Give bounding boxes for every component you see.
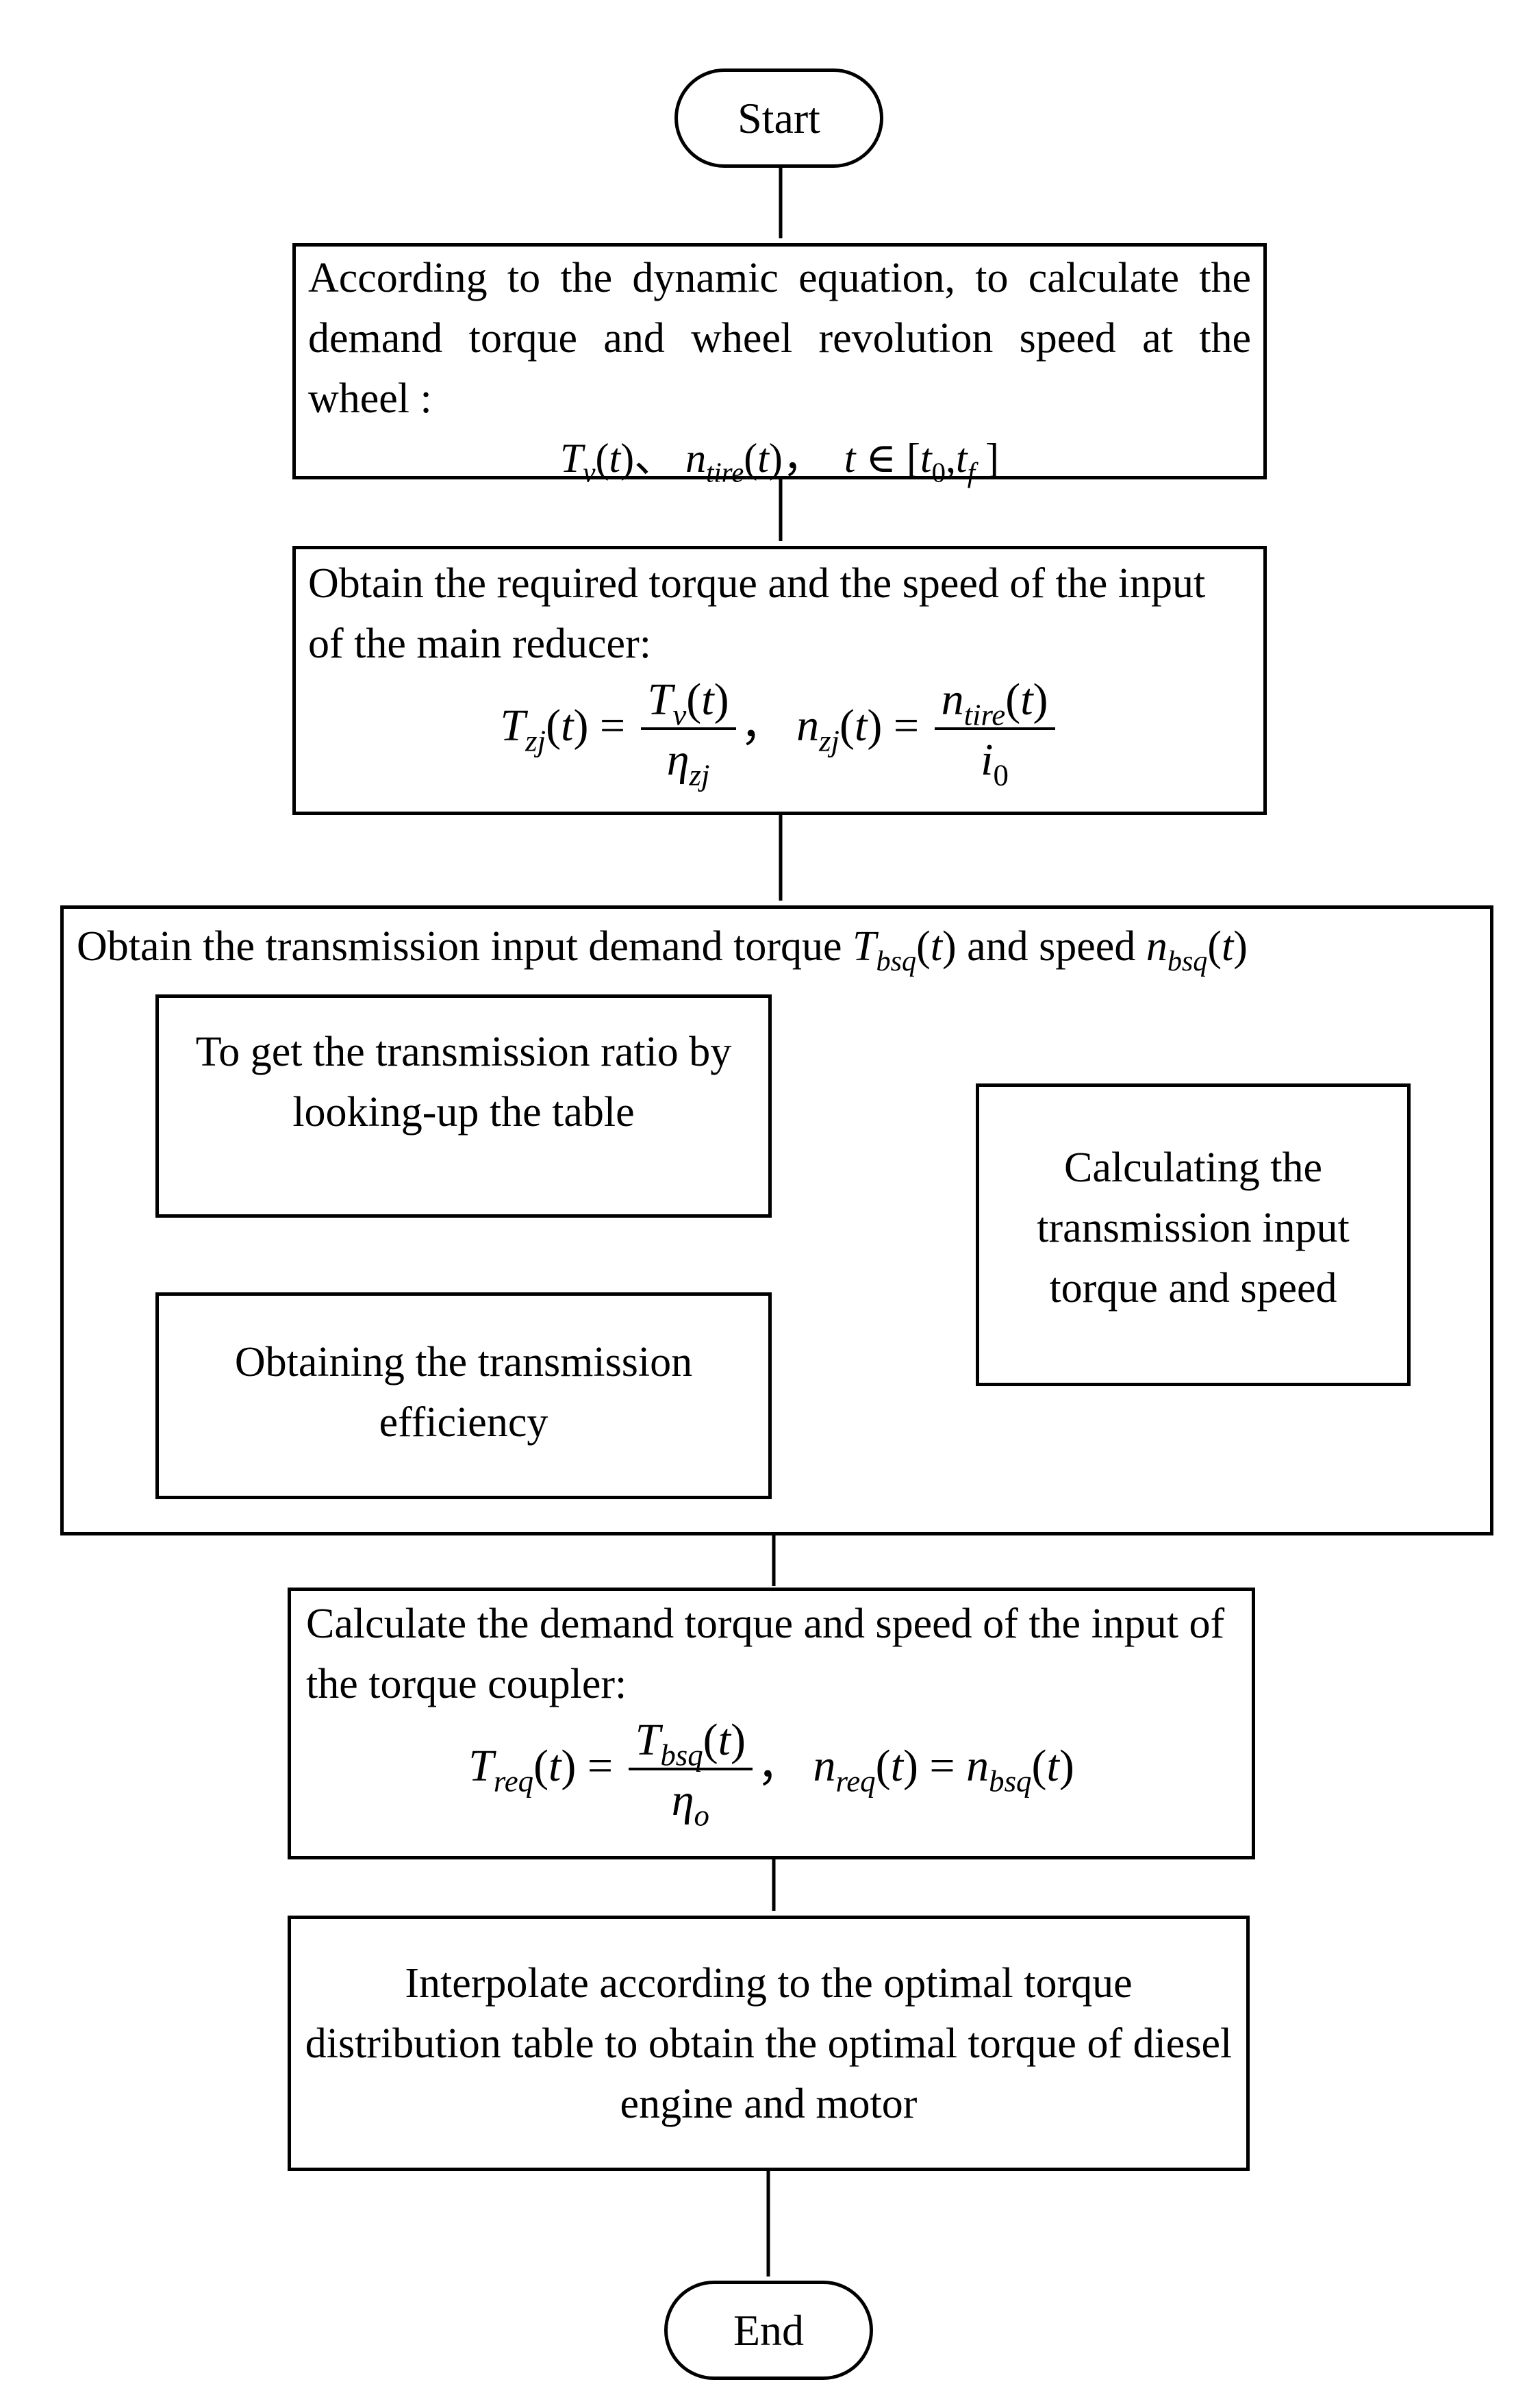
step3-box: Calculate the demand torque and speed of… <box>288 1588 1255 1859</box>
end-label: End <box>733 2305 805 2355</box>
lookup-ratio-box: To get the transmission ratio by looking… <box>155 994 772 1218</box>
step2-box: Obtain the required torque and the speed… <box>292 546 1267 815</box>
efficiency-box: Obtaining the transmission efficiency <box>155 1292 772 1499</box>
step1-formula: Tv(t)、 ntire(t)， t ∈ [t0,tf ] <box>559 436 1000 488</box>
start-label: Start <box>737 93 820 142</box>
efficiency-text: Obtaining the transmission efficiency <box>234 1339 693 1446</box>
step1-box: According to the dynamic equation, to ca… <box>292 243 1267 486</box>
step3-text: Calculate the demand torque and speed of… <box>306 1601 1225 1707</box>
step4-text: Interpolate according to the optimal tor… <box>305 1960 1233 2127</box>
step3-formula: Treq(t) = Tbsq(t)ηo， nreq(t) = nbsq(t) <box>468 1715 1074 1833</box>
lookup-ratio-text: To get the transmission ratio by looking… <box>195 1029 732 1136</box>
step1-text: According to the dynamic equation, to ca… <box>308 255 1251 422</box>
end-terminal: End <box>664 2281 873 2380</box>
step4-box: Interpolate according to the optimal tor… <box>288 1916 1250 2171</box>
step2-text: Obtain the required torque and the speed… <box>308 560 1206 667</box>
start-terminal: Start <box>674 68 883 168</box>
step2-formula: Tzj(t) = Tv(t)ηzj， nzj(t) = ntire(t)i0 <box>308 674 1251 790</box>
calc-input-text: Calculating the transmission input torqu… <box>1037 1144 1350 1312</box>
group-title: Obtain the transmission input demand tor… <box>77 923 1248 977</box>
calc-input-box: Calculating the transmission input torqu… <box>976 1083 1411 1386</box>
